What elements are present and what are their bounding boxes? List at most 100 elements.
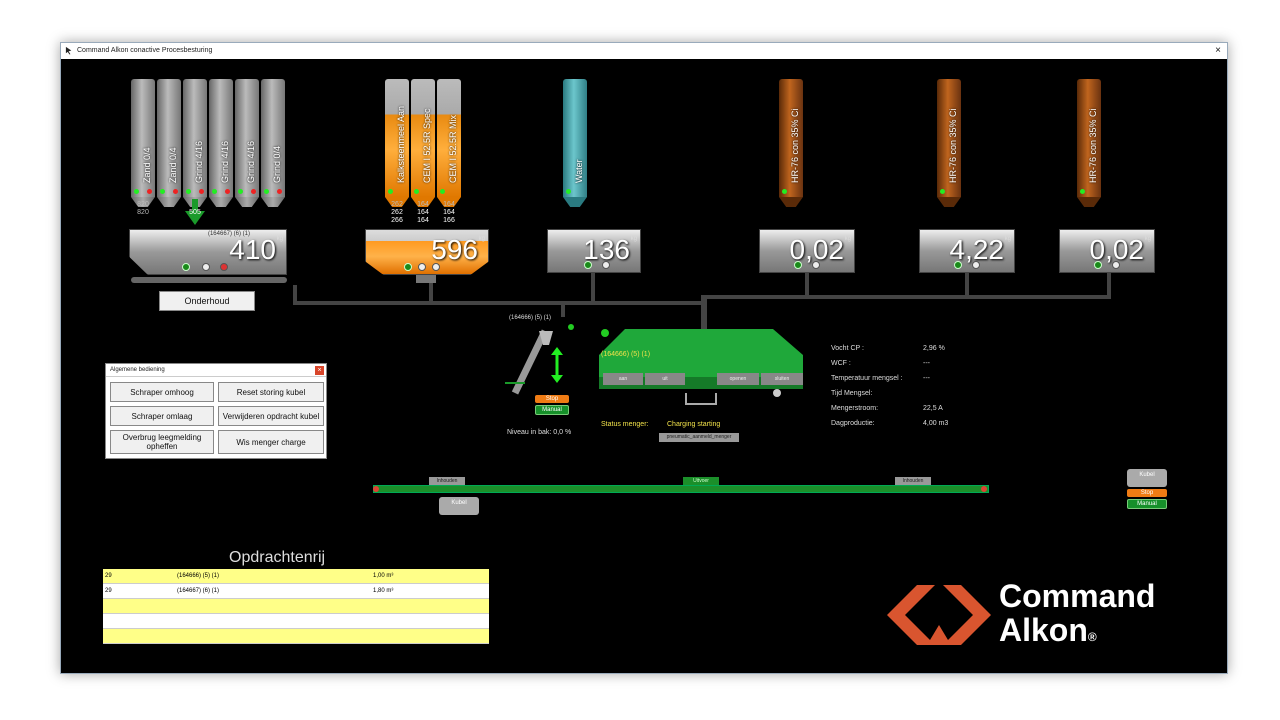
info-label: Mengerstroom:: [831, 405, 879, 412]
silo-label: HR-76 con 35% Ci: [1088, 108, 1098, 183]
skip-hoist[interactable]: [505, 323, 581, 403]
status-dot-icon: [147, 189, 152, 194]
scale-unit: kg: [844, 236, 851, 242]
silo-value: 266: [391, 217, 403, 224]
silo-value: 262: [391, 201, 403, 208]
silo-value: 820: [137, 209, 149, 216]
silo-value: 164: [417, 209, 429, 216]
override-empty-button[interactable]: Overbrug leegmelding opheffen: [110, 430, 214, 454]
scraper-up-button[interactable]: Schraper omhoog: [110, 382, 214, 402]
pipe: [429, 283, 433, 303]
silo-label: HR-76 con 35% Ci: [948, 108, 958, 183]
mixer-ref: (164666) (5) (1): [601, 351, 651, 358]
aggregate-scale[interactable]: (164667) (6) (1) 410 kg: [129, 229, 287, 275]
water-scale[interactable]: 136 kg: [547, 229, 641, 273]
cement-scale[interactable]: 596 kg: [365, 229, 489, 275]
pipe: [1107, 273, 1111, 297]
status-dot-icon: [782, 189, 787, 194]
bucket-label: Kubel: [451, 500, 467, 506]
table-row[interactable]: [103, 629, 489, 644]
additive-scale-2[interactable]: 4,22 kg: [919, 229, 1015, 273]
maintenance-button[interactable]: Onderhoud: [159, 291, 255, 311]
skip-manual-button[interactable]: Manual: [535, 405, 569, 415]
pause-icon[interactable]: [418, 263, 426, 271]
settings-icon[interactable]: [432, 263, 440, 271]
cement-silo-1[interactable]: Kalksteenmeel Aan: [385, 79, 409, 207]
additive-silo-3[interactable]: HR-76 con 35% Ci: [1077, 79, 1101, 207]
table-row[interactable]: 29 (164667) (6) (1) 1,80 m³: [103, 584, 489, 599]
bucket-track: [373, 485, 989, 493]
reset-bucket-fault-button[interactable]: Reset storing kubel: [218, 382, 324, 402]
info-label: Dagproductie:: [831, 420, 875, 427]
pause-icon[interactable]: [202, 263, 210, 271]
track-tag[interactable]: Uitvoer: [683, 477, 719, 485]
cement-valve: [416, 275, 436, 283]
additive-silo-2[interactable]: HR-76 con 35% Ci: [937, 79, 961, 207]
stop-icon[interactable]: [602, 261, 610, 269]
aggregate-silo-2[interactable]: Zand 0/4: [157, 79, 181, 207]
additive-scale-3[interactable]: 0,02 kg: [1059, 229, 1155, 273]
app-window: Command Alkon conactive Procesbesturing …: [60, 42, 1228, 674]
mixer-close-button[interactable]: sluiten: [761, 373, 803, 385]
water-silo[interactable]: Water: [563, 79, 587, 207]
table-row[interactable]: 29 (164666) (5) (1) 1,00 m³: [103, 569, 489, 584]
bucket-right[interactable]: Kubel: [1127, 469, 1167, 487]
play-icon[interactable]: [1094, 261, 1102, 269]
cement-silo-2[interactable]: CEM I 52.5R Spec: [411, 79, 435, 207]
stop-icon[interactable]: [220, 263, 228, 271]
stop-icon[interactable]: [1112, 261, 1120, 269]
aggregate-silo-3[interactable]: Grind 4/16: [183, 79, 207, 207]
stop-icon[interactable]: [812, 261, 820, 269]
info-label: Temperatuur mengsel :: [831, 375, 903, 382]
play-icon[interactable]: [404, 263, 412, 271]
status-dot-icon: [940, 189, 945, 194]
aggregate-silo-6[interactable]: Grind 0/4: [261, 79, 285, 207]
close-icon[interactable]: ×: [315, 366, 324, 375]
bucket-stop-button[interactable]: Stop: [1127, 489, 1167, 497]
cement-silo-3[interactable]: CEM I 52.5R Mix: [437, 79, 461, 207]
table-row[interactable]: [103, 599, 489, 614]
clear-mixer-charge-button[interactable]: Wis menger charge: [218, 430, 324, 454]
cell-volume: 1,00 m³: [373, 573, 394, 579]
bucket-manual-button[interactable]: Manual: [1127, 499, 1167, 509]
table-row[interactable]: [103, 614, 489, 629]
mixer-off-button[interactable]: uit: [645, 373, 685, 385]
silo-label: Grind 4/16: [246, 140, 256, 183]
additive-scale-1[interactable]: 0,02 kg: [759, 229, 855, 273]
status-dot-icon: [238, 189, 243, 194]
info-icon[interactable]: [773, 389, 781, 397]
pipe: [561, 301, 565, 317]
play-icon[interactable]: [182, 263, 190, 271]
track-tag[interactable]: Inhouden: [429, 477, 465, 485]
aggregate-silo-1[interactable]: Zand 0/4: [131, 79, 155, 207]
bucket-label: Kubel: [1139, 472, 1155, 478]
silo-label: Zand 0/4: [168, 147, 178, 183]
aggregate-belt: [131, 277, 287, 283]
track-tag[interactable]: Inhouden: [895, 477, 931, 485]
app-icon: [65, 46, 72, 55]
logo-line2-text: Alkon: [999, 612, 1088, 648]
stop-icon[interactable]: [972, 261, 980, 269]
scale-value: 0,02: [1089, 234, 1145, 265]
scraper-down-button[interactable]: Schraper omlaag: [110, 406, 214, 426]
close-icon[interactable]: ×: [1215, 45, 1221, 56]
additive-silo-1[interactable]: HR-76 con 35% Ci: [779, 79, 803, 207]
general-controls-panel: Algemene bediening × Schraper omhoog Res…: [105, 363, 327, 459]
skip-stop-button[interactable]: Stop: [535, 395, 569, 403]
status-dot-icon: [566, 189, 571, 194]
skip-ref: (164666) (5) (1): [509, 315, 552, 321]
mixer-on-button[interactable]: aan: [603, 373, 643, 385]
mixer-open-button[interactable]: openen: [717, 373, 759, 385]
remove-bucket-order-button[interactable]: Verwijderen opdracht kubel: [218, 406, 324, 426]
aggregate-silo-4[interactable]: Grind 4/16: [209, 79, 233, 207]
info-value: 4,00 m3: [923, 420, 949, 427]
info-value: ---: [923, 375, 930, 382]
play-icon[interactable]: [794, 261, 802, 269]
bucket-left[interactable]: Kubel: [439, 497, 479, 515]
play-icon[interactable]: [584, 261, 592, 269]
play-icon[interactable]: [954, 261, 962, 269]
cell-ref: (164666) (5) (1): [177, 573, 220, 579]
aggregate-silo-5[interactable]: Grind 4/16: [235, 79, 259, 207]
scale-value: 4,22: [949, 234, 1005, 265]
mixer-sub-button[interactable]: pneumatic_aanmeld_menger: [659, 433, 739, 442]
